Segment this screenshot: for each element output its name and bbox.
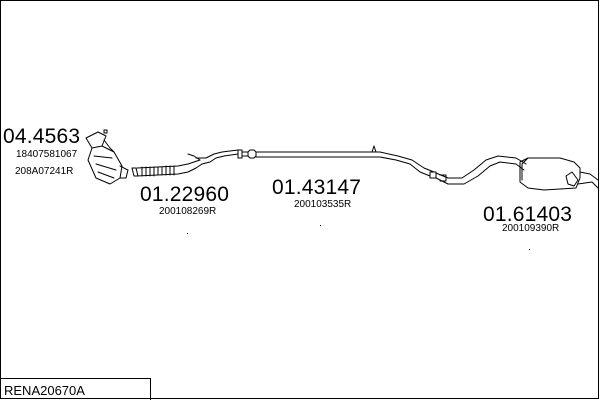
reference-box: RENA20670A (0, 378, 151, 400)
part-number-middle-pipe: 01.43147 (272, 176, 362, 199)
leader-dot-middle-pipe (320, 225, 321, 226)
front-pipe-icon (131, 149, 243, 177)
leader-dot-front-pipe (187, 233, 188, 234)
part-number-rear-silencer: 01.61403 (483, 203, 573, 226)
reference-code: RENA20670A (4, 383, 85, 398)
middle-pipe-icon (241, 145, 437, 179)
oem-number-front-pipe: 200108269R (159, 206, 217, 217)
oem-number-rear-silencer: 200109390R (502, 223, 560, 234)
part-number-front-pipe: 01.22960 (140, 183, 230, 206)
catalytic-converter-icon (85, 129, 129, 185)
oem-number-catalytic-converter-2: 208A07241R (15, 166, 74, 177)
oem-number-catalytic-converter-1: 18407581067 (16, 149, 78, 160)
part-number-catalytic-converter: 04.4563 (3, 125, 81, 148)
rear-silencer-icon (435, 155, 599, 191)
oem-number-middle-pipe: 200103535R (294, 199, 352, 210)
leader-dot-rear-silencer (529, 249, 530, 250)
